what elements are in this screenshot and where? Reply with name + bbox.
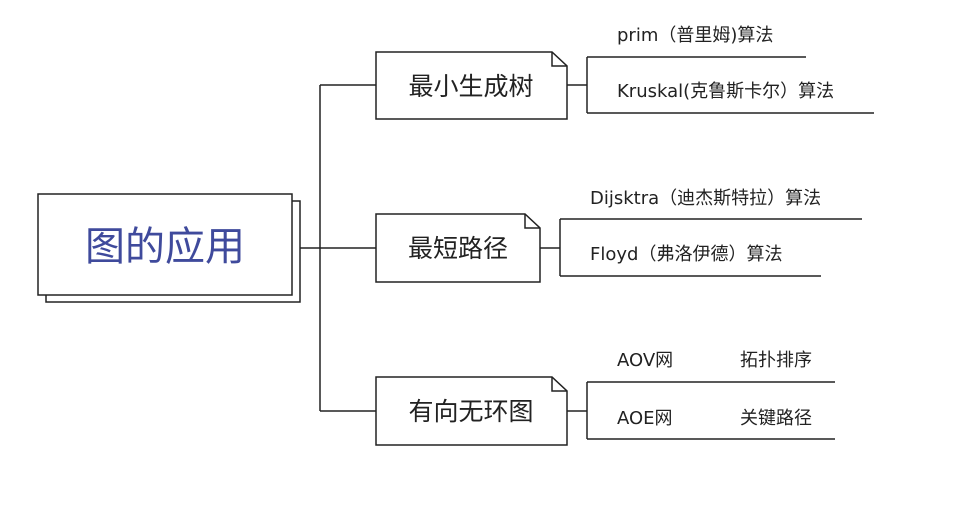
branch-node-1-box bbox=[375, 213, 541, 283]
branch-node-1-fold bbox=[524, 214, 540, 229]
branch-node-0-box bbox=[375, 51, 568, 120]
root-node[interactable]: 图的应用 bbox=[37, 193, 301, 303]
branch-node-2[interactable]: 有向无环图 bbox=[375, 376, 568, 446]
branch-node-0[interactable]: 最小生成树 bbox=[375, 51, 568, 120]
branch-node-1-label: 最短路径 bbox=[408, 234, 508, 263]
leaf-2-0-label[interactable]: AOV网 bbox=[617, 350, 673, 371]
branch-node-2-fold bbox=[551, 377, 567, 392]
leaf-1-1-label[interactable]: Floyd（弗洛伊德）算法 bbox=[590, 244, 782, 265]
leaf-0-0-label[interactable]: prim（普里姆)算法 bbox=[617, 25, 773, 46]
leaf-2-1-label[interactable]: AOE网 bbox=[617, 408, 673, 429]
leaf-2-0-detail[interactable]: 拓扑排序 bbox=[740, 350, 812, 371]
root-node-box bbox=[37, 193, 293, 296]
branch-node-0-fold bbox=[551, 52, 567, 67]
branch-node-2-label: 有向无环图 bbox=[408, 397, 533, 426]
branch-node-0-label: 最小生成树 bbox=[408, 72, 533, 101]
branch-node-2-box bbox=[375, 376, 568, 446]
branch-node-1[interactable]: 最短路径 bbox=[375, 213, 541, 283]
leaf-0-1-label[interactable]: Kruskal(克鲁斯卡尔）算法 bbox=[617, 81, 834, 102]
leaf-1-0-label[interactable]: Dijsktra（迪杰斯特拉）算法 bbox=[590, 188, 821, 209]
root-title: 图的应用 bbox=[85, 224, 245, 270]
leaf-2-1-detail[interactable]: 关键路径 bbox=[740, 408, 812, 429]
